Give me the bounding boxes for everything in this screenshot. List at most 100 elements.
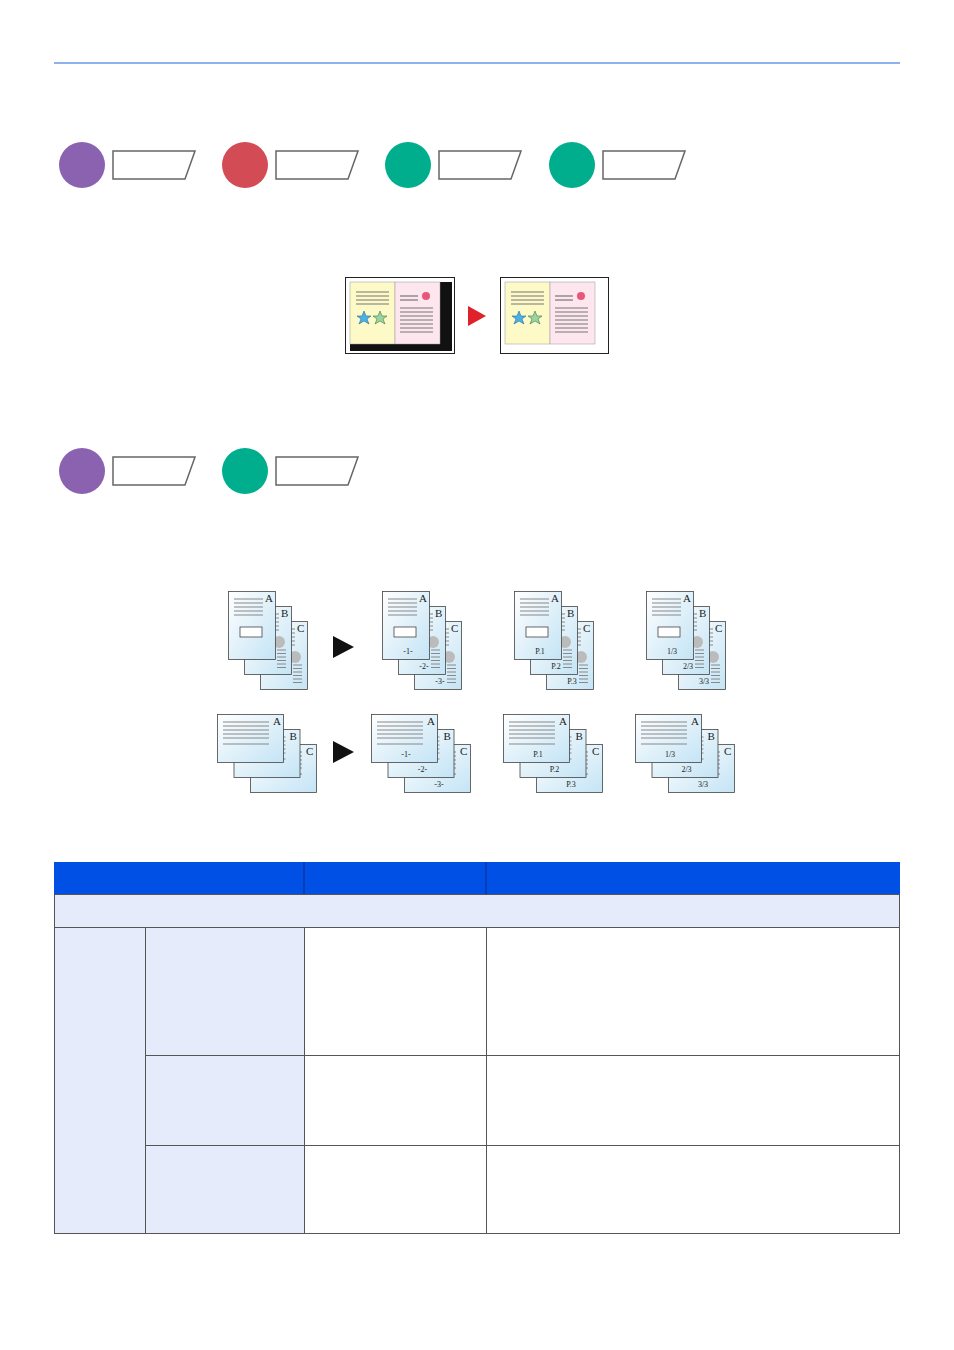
text-line	[695, 664, 704, 665]
page-letter: B	[281, 608, 288, 619]
text-line	[447, 668, 456, 669]
text-line	[431, 650, 440, 651]
text-line	[563, 660, 572, 661]
text-line	[509, 726, 555, 727]
page-number: P.3	[567, 678, 577, 686]
text-line	[293, 679, 302, 680]
text-line	[509, 744, 555, 745]
paper-sheet	[515, 592, 562, 660]
function-icons	[59, 142, 685, 494]
text-line	[293, 665, 302, 666]
text-line	[641, 734, 687, 735]
text-line	[447, 665, 456, 666]
text-line	[293, 675, 302, 676]
page-letter: A	[419, 593, 427, 604]
text-line	[711, 682, 720, 683]
text-line	[520, 607, 549, 608]
text-line	[223, 726, 269, 727]
image-box	[394, 627, 416, 637]
page-letter: A	[265, 593, 273, 604]
text-line	[641, 722, 687, 723]
text-line	[695, 660, 704, 661]
text-line	[277, 667, 286, 668]
page-letter: B	[444, 731, 451, 742]
text-line	[293, 672, 302, 673]
page-letter: C	[451, 623, 458, 634]
text-line	[223, 734, 269, 735]
text-line	[652, 607, 681, 608]
page-number: -1-	[401, 751, 410, 759]
page-number: P.1	[535, 648, 545, 656]
paper-sheet	[229, 592, 276, 660]
text-line	[652, 615, 681, 616]
text-line	[563, 667, 572, 668]
page-letter: C	[460, 746, 467, 757]
text-line	[509, 730, 555, 731]
page-letter: B	[435, 608, 442, 619]
text-line	[234, 603, 263, 604]
text-line	[388, 607, 417, 608]
text-line	[711, 675, 720, 676]
text-line	[711, 668, 720, 669]
page-letter: C	[297, 623, 304, 634]
image-box	[658, 627, 680, 637]
text-line	[563, 664, 572, 665]
page-letter: A	[683, 593, 691, 604]
text-line	[223, 722, 269, 723]
text-line	[447, 672, 456, 673]
text-line	[563, 653, 572, 654]
text-line	[277, 653, 286, 654]
page-number: -3-	[434, 781, 443, 789]
text-line	[431, 657, 440, 658]
page-number: P.3	[566, 781, 576, 789]
page-letter: C	[583, 623, 590, 634]
text-line	[234, 607, 263, 608]
text-line	[431, 667, 440, 668]
text-line	[377, 722, 423, 723]
text-line	[520, 599, 549, 600]
page-letter: B	[576, 731, 583, 742]
text-line	[711, 665, 720, 666]
page-number: P.2	[550, 766, 560, 774]
page-number: 2/3	[681, 766, 691, 774]
text-line	[695, 667, 704, 668]
paper-sheet	[504, 715, 570, 763]
text-line	[711, 679, 720, 680]
text-line	[641, 738, 687, 739]
text-line	[579, 679, 588, 680]
text-line	[234, 615, 263, 616]
text-line	[377, 734, 423, 735]
page-number: 2/3	[683, 663, 693, 671]
page-number: -2-	[418, 766, 427, 774]
page-letter: A	[551, 593, 559, 604]
text-line	[223, 738, 269, 739]
text-line	[695, 653, 704, 654]
page-number: -1-	[403, 648, 412, 656]
text-line	[293, 682, 302, 683]
text-line	[579, 668, 588, 669]
text-line	[520, 611, 549, 612]
text-line	[277, 657, 286, 658]
text-line	[695, 657, 704, 658]
text-line	[277, 650, 286, 651]
text-line	[377, 744, 423, 745]
text-line	[277, 660, 286, 661]
page-number: 1/3	[667, 648, 677, 656]
text-line	[431, 664, 440, 665]
arrows	[333, 636, 354, 763]
text-line	[579, 665, 588, 666]
page-number: P.2	[551, 663, 561, 671]
text-line	[388, 603, 417, 604]
paper-sheet	[647, 592, 694, 660]
page-letter: B	[699, 608, 706, 619]
text-line	[377, 726, 423, 727]
text-line	[277, 664, 286, 665]
text-line	[293, 668, 302, 669]
text-line	[579, 682, 588, 683]
border-erase-illustration	[346, 278, 609, 354]
text-line	[695, 650, 704, 651]
text-line	[431, 660, 440, 661]
page-letter: A	[691, 716, 699, 727]
page-letter: C	[715, 623, 722, 634]
